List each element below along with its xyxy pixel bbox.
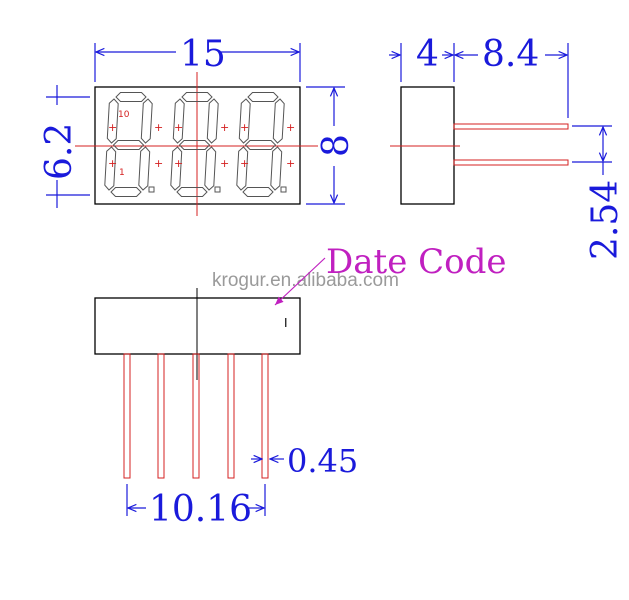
side-pin-lower	[453, 159, 569, 166]
marker-plus: +	[154, 157, 163, 170]
dim-width-value: 15	[180, 34, 226, 75]
segment-g	[112, 140, 145, 150]
marker-plus: +	[220, 157, 229, 170]
segment-e	[170, 146, 183, 191]
segment-d	[176, 187, 208, 197]
marker-plus: +	[286, 157, 295, 170]
marker-plus: +	[240, 121, 249, 134]
marker-plus: +	[174, 157, 183, 170]
bottom-view: krogur.en.alibaba.com I Date Code 0.45 1…	[94, 242, 507, 530]
segment-f	[238, 98, 251, 144]
pin-2	[157, 353, 165, 479]
date-code-mark: I	[284, 316, 288, 330]
dim-depth-value: 4	[416, 34, 439, 75]
marker-plus: +	[220, 121, 229, 134]
dim-pin-width-value: 0.45	[287, 442, 358, 480]
segment-b	[272, 98, 285, 144]
segment-c	[138, 146, 151, 191]
segment-f	[172, 98, 185, 144]
segment-d	[110, 187, 142, 197]
segment-a	[115, 92, 147, 102]
digit-3: + + + +	[236, 92, 295, 197]
dim-body-height-value: 8	[316, 134, 357, 157]
pin-1-label: 1	[119, 168, 125, 178]
decimal-point	[214, 186, 221, 193]
segment-f	[106, 98, 119, 144]
decimal-point	[280, 186, 287, 193]
segment-g	[244, 140, 277, 150]
dim-digit-height-value: 6.2	[39, 123, 80, 180]
segment-c	[270, 146, 283, 191]
watermark: krogur.en.alibaba.com	[212, 270, 399, 291]
date-code-label: Date Code	[326, 242, 507, 282]
dim-pin-length-value: 8.4	[482, 34, 539, 75]
digit-1: + + + +	[104, 92, 163, 197]
pin-4	[227, 353, 235, 479]
bottom-pins	[123, 353, 269, 479]
seven-segment-digits: + + + + + + + + + + + +	[104, 92, 295, 197]
side-pin-upper	[453, 123, 569, 130]
front-view: + + + + + + + + + + + + 10 1 15 6.2 8	[39, 34, 357, 216]
date-code-leader	[274, 257, 326, 306]
segment-g	[178, 140, 211, 150]
marker-plus: +	[286, 121, 295, 134]
marker-plus: +	[240, 157, 249, 170]
pin-5	[261, 353, 269, 479]
segment-d	[242, 187, 274, 197]
pin-1	[123, 353, 131, 479]
pin-3	[192, 353, 200, 479]
segment-e	[236, 146, 249, 191]
pin-10-label: 10	[118, 110, 130, 120]
marker-plus: +	[108, 157, 117, 170]
side-view: 4 8.4 2.54	[389, 34, 626, 260]
dim-span-value: 10.16	[149, 489, 252, 530]
segment-a	[247, 92, 279, 102]
marker-plus: +	[154, 121, 163, 134]
segment-b	[140, 98, 153, 144]
digit-2: + + + +	[170, 92, 229, 197]
marker-plus: +	[174, 121, 183, 134]
segment-e	[104, 146, 117, 191]
segment-a	[181, 92, 213, 102]
segment-c	[204, 146, 217, 191]
segment-b	[206, 98, 219, 144]
dim-pitch-value: 2.54	[585, 180, 626, 260]
marker-plus: +	[108, 121, 117, 134]
decimal-point	[148, 186, 155, 193]
